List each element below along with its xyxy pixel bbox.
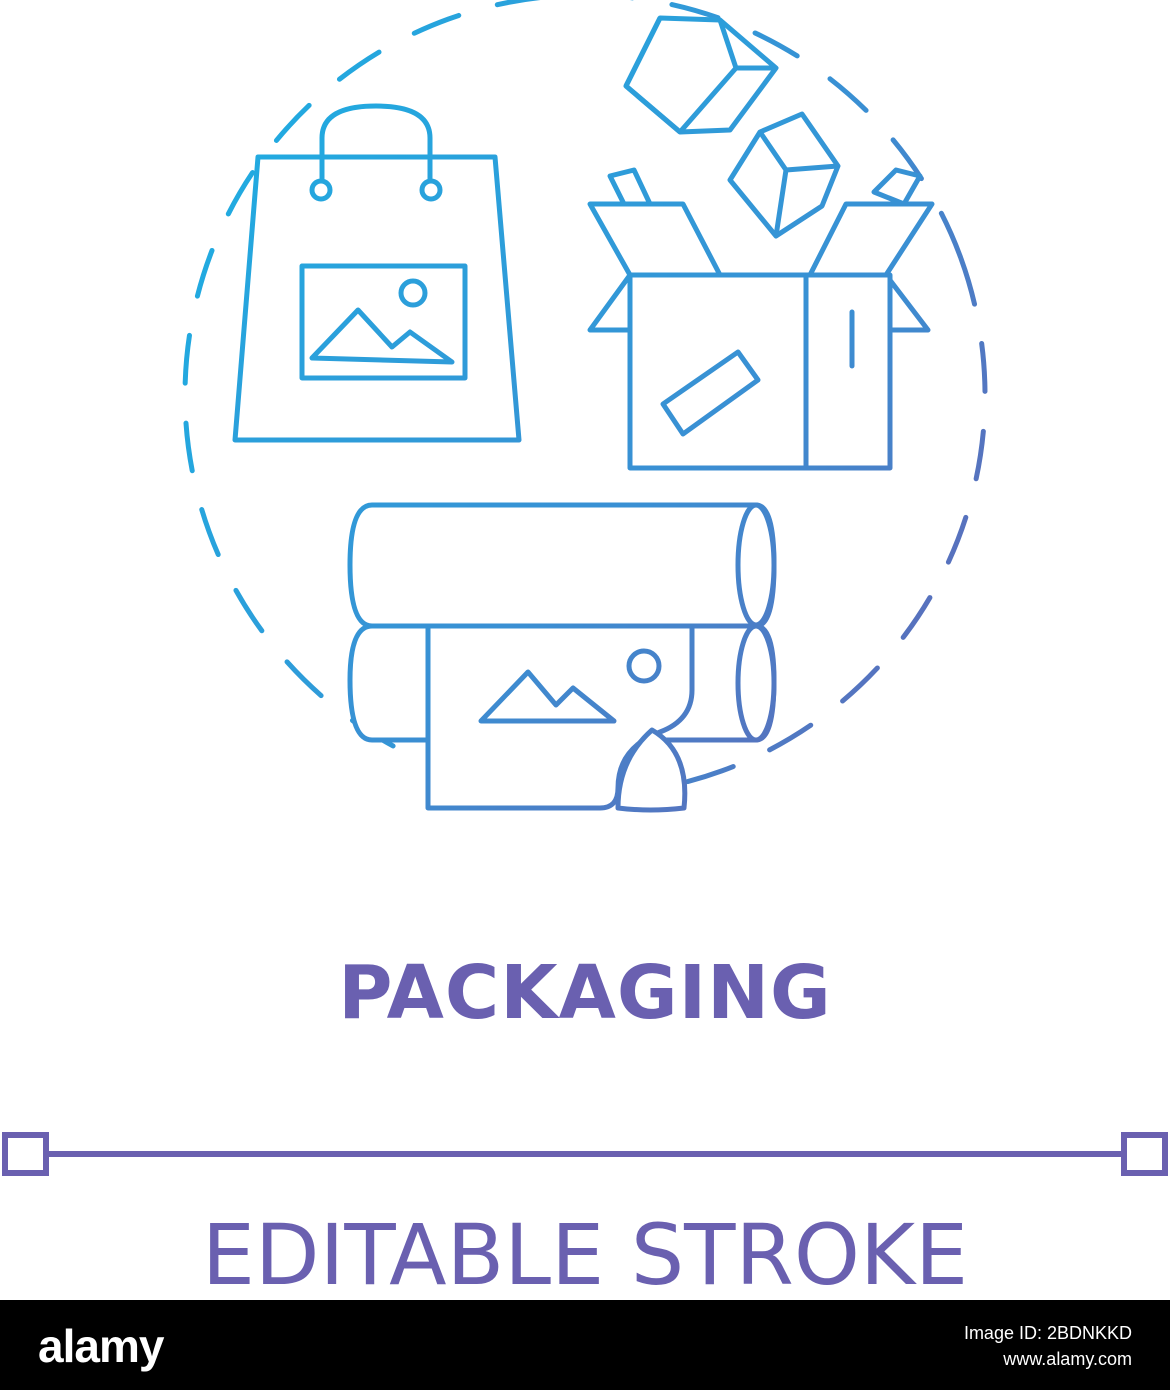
illustration-subtitle: EDITABLE STROKE bbox=[201, 1206, 969, 1300]
paper-rolls-icon bbox=[347, 502, 777, 813]
editable-stroke-line bbox=[2, 1132, 1168, 1176]
shopping-bag-icon bbox=[232, 103, 522, 443]
footer-meta: Image ID: 2BDNKKD www.alamy.com bbox=[912, 1320, 1132, 1372]
site-url: www.alamy.com bbox=[1003, 1349, 1132, 1369]
open-box-icon bbox=[587, 167, 935, 471]
alamy-logo: alamy bbox=[38, 1320, 164, 1372]
packaging-illustration bbox=[2, 0, 1168, 1176]
image-id: Image ID: 2BDNKKD bbox=[963, 1323, 1132, 1343]
illustration-title: PACKAGING bbox=[338, 950, 832, 1036]
image-icon bbox=[478, 648, 662, 724]
cube-icon bbox=[727, 111, 841, 239]
cube-icon bbox=[623, 15, 779, 135]
stock-footer: alamy Image ID: 2BDNKKD www.alamy.com bbox=[0, 1300, 1170, 1390]
dashed-circle-frame bbox=[182, 0, 988, 798]
image-icon bbox=[299, 263, 468, 381]
